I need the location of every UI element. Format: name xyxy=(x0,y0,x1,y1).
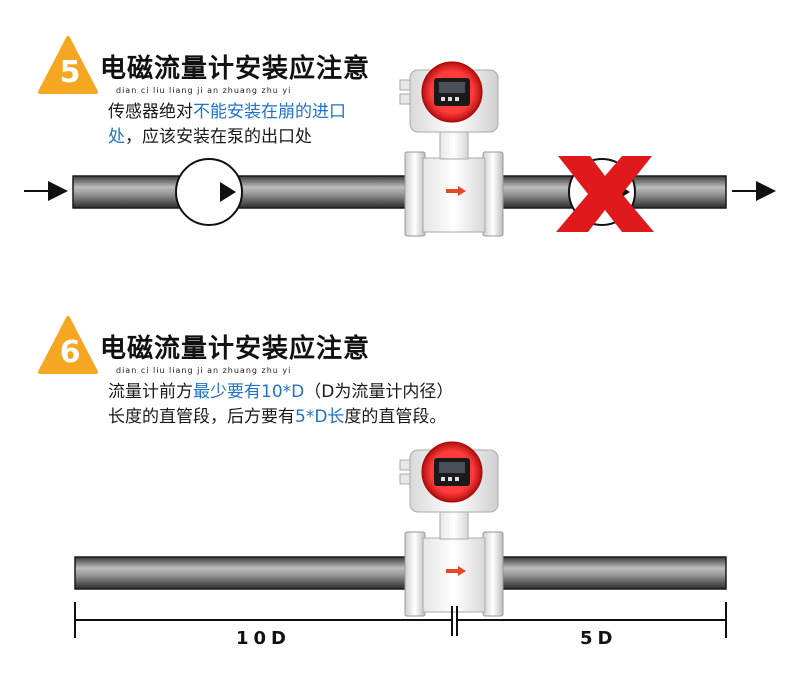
flow-meter-section-6 xyxy=(399,441,504,617)
section-5-description: 传感器绝对不能安装在崩的进口 处，应该安装在泵的出口处 xyxy=(108,100,408,150)
section-5-pinyin: dian ci liu liang ji an zhuang zhu yi xyxy=(116,86,292,95)
desc-6-highlight-a: 最少要有10*D xyxy=(193,382,305,402)
dimension-label-downstream: 5D xyxy=(580,628,618,649)
desc-6-text-a: 流量计前方 xyxy=(108,382,193,402)
desc-6-highlight-b: 5*D长 xyxy=(295,407,345,427)
section-6-title: 电磁流量计安装应注意 xyxy=(100,334,371,364)
desc-6-text-d: 度的直管段。 xyxy=(344,407,447,427)
step-5-badge-icon xyxy=(38,36,98,94)
section-5-title: 电磁流量计安装应注意 xyxy=(100,54,371,84)
pump-icon xyxy=(175,158,243,226)
desc-5-text-b: ，应该安装在泵的出口处 xyxy=(125,127,312,147)
dimension-line xyxy=(74,602,727,638)
step-6-badge-icon xyxy=(38,316,98,374)
desc-5-highlight-b: 处 xyxy=(108,127,125,147)
desc-5-text-a: 传感器绝对 xyxy=(108,102,193,122)
step-5-number: 5 xyxy=(59,55,81,90)
step-6-number: 6 xyxy=(59,335,81,370)
cross-mark-icon xyxy=(556,156,654,232)
desc-6-text-b: （D为流量计内径） xyxy=(304,382,454,402)
dimension-label-upstream: 10D xyxy=(236,628,291,649)
desc-5-highlight-a: 不能安装在崩的进口 xyxy=(193,102,346,122)
flow-meter-section-5 xyxy=(399,61,504,237)
section-6-pinyin: dian ci liu liang ji an zhuang zhu yi xyxy=(116,366,292,375)
pipe-section-6 xyxy=(74,556,727,590)
desc-6-text-c: 长度的直管段，后方要有 xyxy=(108,407,295,427)
section-6-description: 流量计前方最少要有10*D（D为流量计内径） 长度的直管段，后方要有5*D长度的… xyxy=(108,380,528,430)
